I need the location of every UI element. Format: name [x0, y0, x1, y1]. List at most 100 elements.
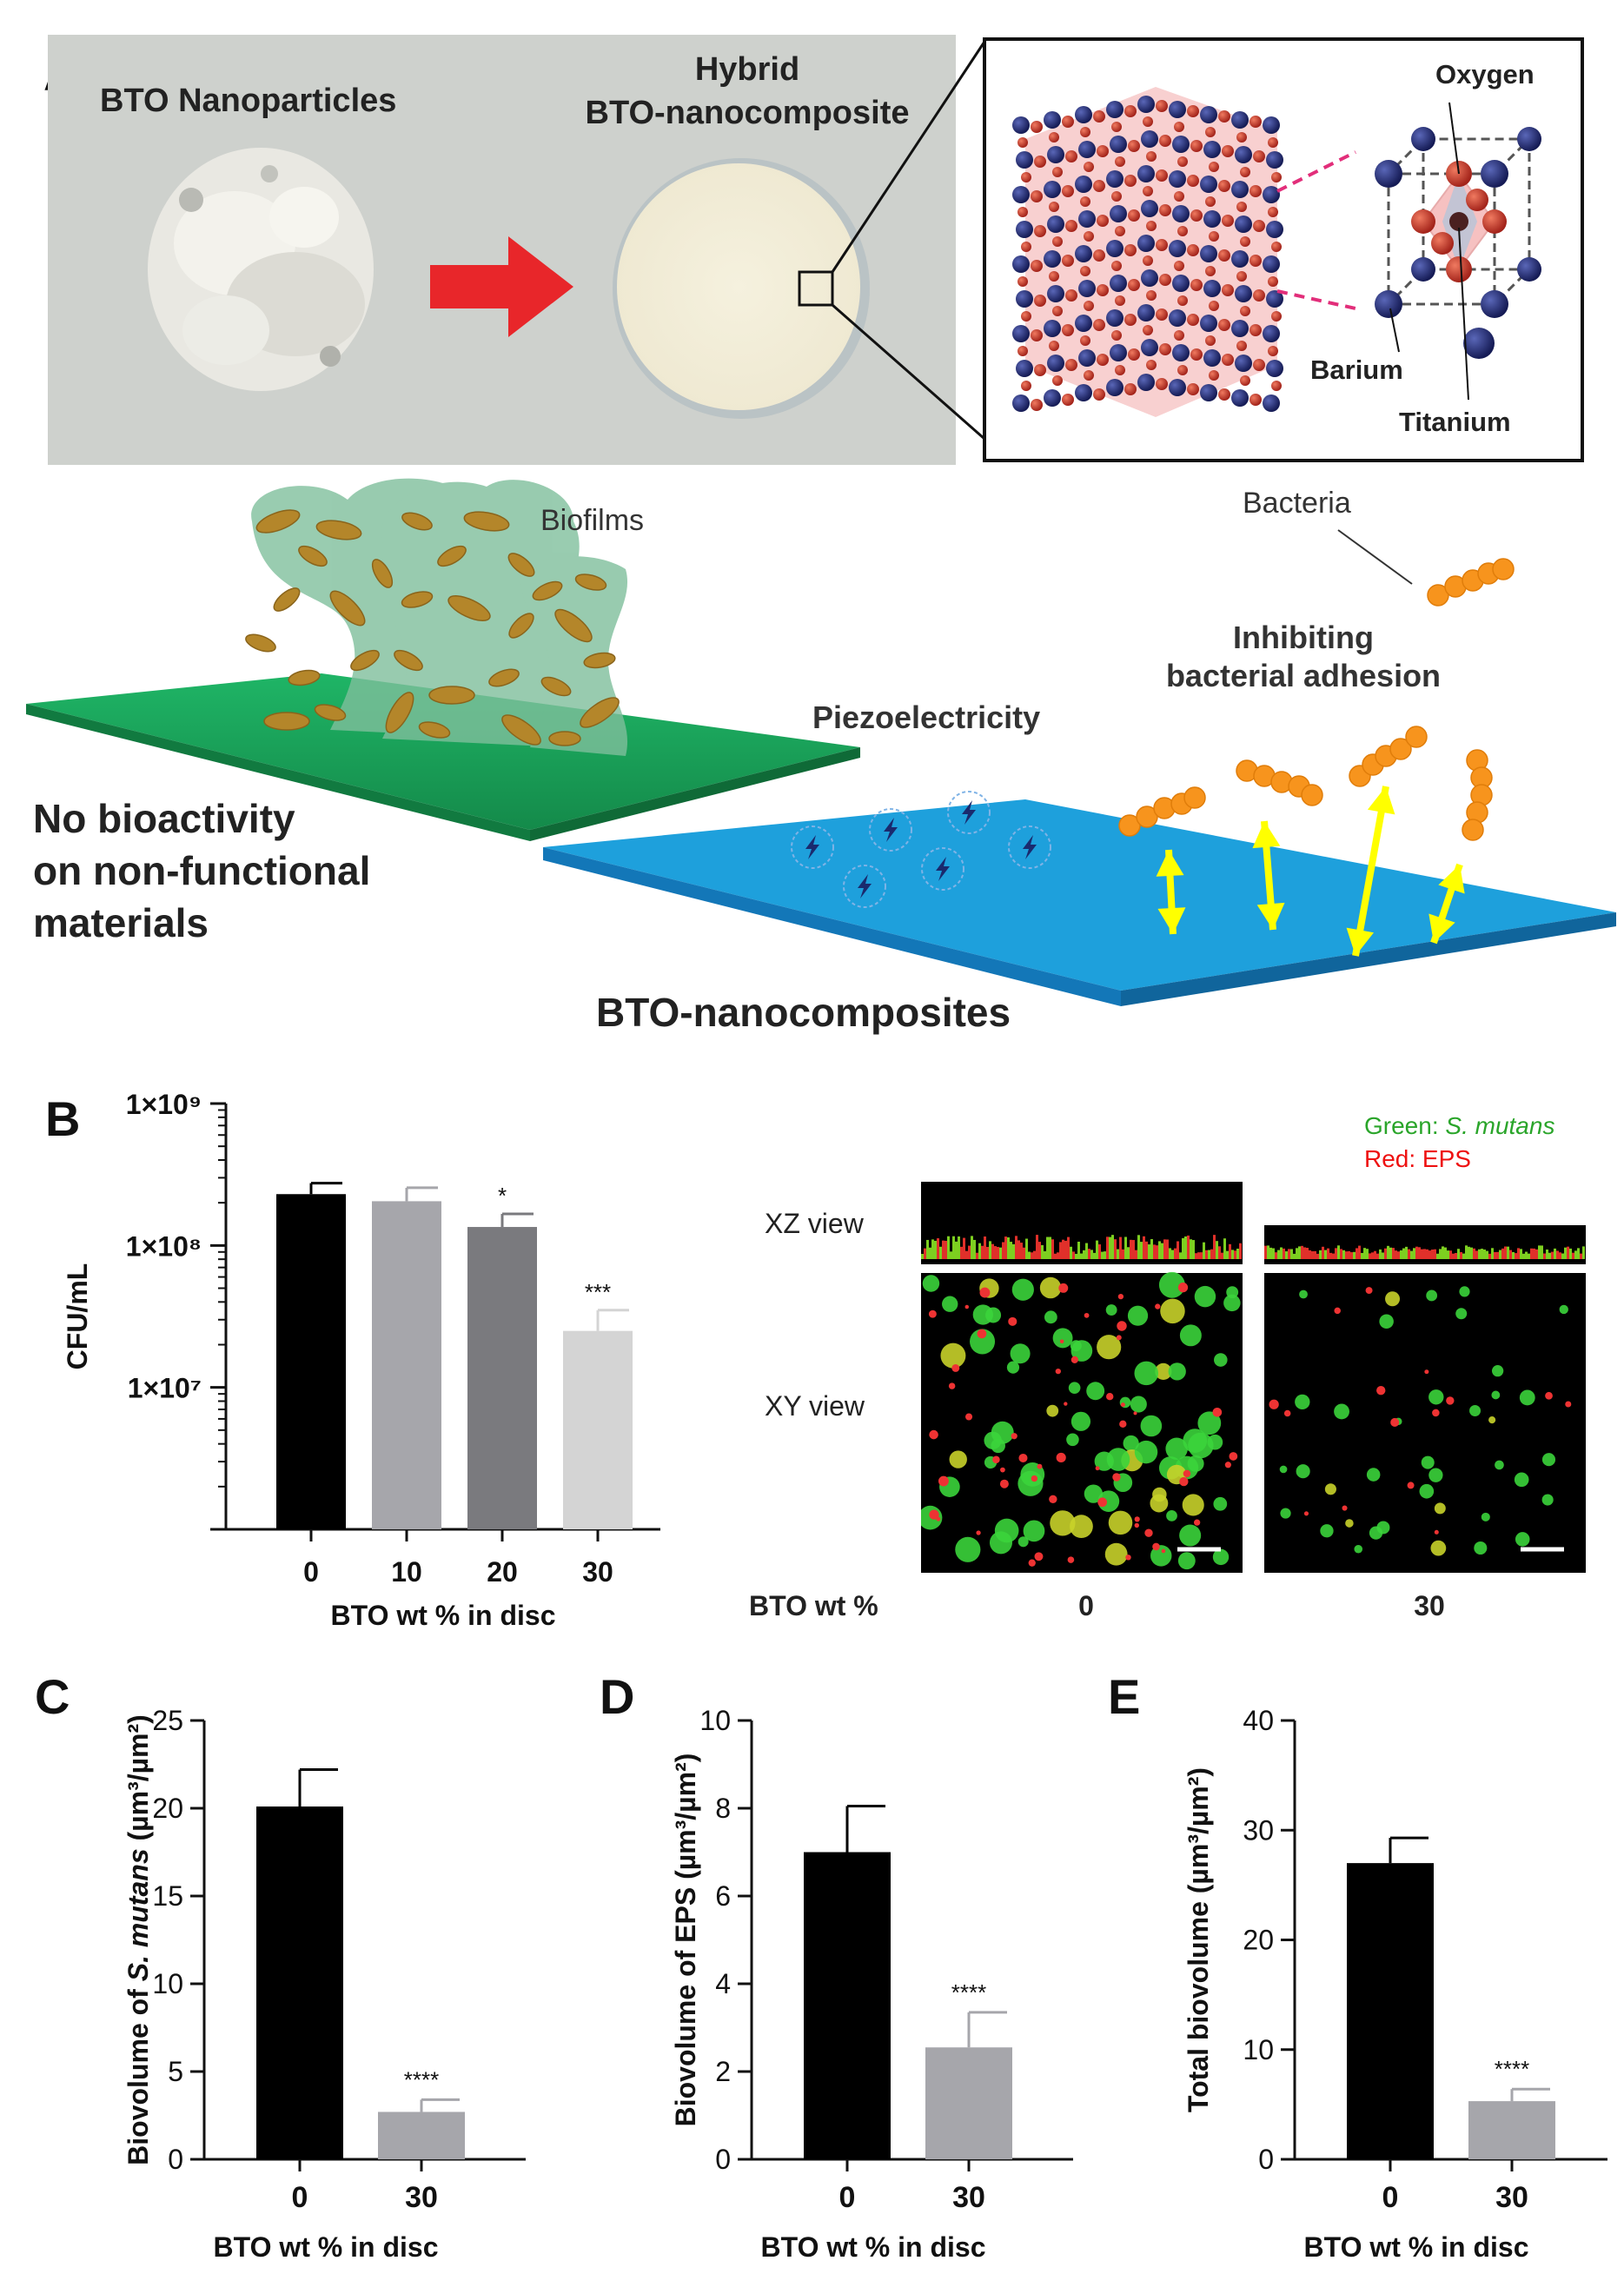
xy-red-signal	[1071, 1356, 1078, 1363]
xz-signal	[1277, 1250, 1280, 1259]
xy-green-signal	[1213, 1496, 1228, 1511]
xy-green-signal	[1166, 1509, 1177, 1522]
xz-signal	[1229, 1243, 1231, 1259]
xz-signal	[1455, 1253, 1457, 1259]
xz-signal	[1462, 1253, 1465, 1259]
xz-signal	[1216, 1241, 1218, 1259]
xy-green-signal	[985, 1307, 1002, 1323]
xz-signal	[1379, 1249, 1382, 1259]
xz-signal	[1002, 1242, 1004, 1259]
xy-green-signal	[955, 1536, 981, 1562]
xz-signal	[1389, 1247, 1392, 1259]
xy-red-signal	[1037, 1463, 1043, 1469]
xz-signal	[1200, 1252, 1203, 1259]
xy-green-signal	[1491, 1365, 1504, 1377]
label-biofilms: Biofilms	[540, 504, 645, 537]
xz-signal	[960, 1246, 963, 1259]
xz-signal	[968, 1245, 971, 1259]
xz-signal	[1533, 1248, 1535, 1259]
xz-signal	[1554, 1248, 1556, 1259]
xz-signal	[1572, 1252, 1574, 1259]
xy-red-signal	[1334, 1307, 1341, 1315]
xz-signal	[1481, 1249, 1483, 1259]
xz-signal	[1148, 1244, 1150, 1259]
xy-green-signal	[1179, 1524, 1202, 1547]
xy-green-signal	[970, 1329, 996, 1355]
xy-green-signal	[1541, 1494, 1554, 1506]
xz-signal	[1156, 1245, 1158, 1259]
y-tick-label: 15	[152, 1880, 183, 1912]
xz-signal	[1421, 1249, 1423, 1259]
xz-signal	[1488, 1253, 1491, 1259]
bar-0	[804, 1852, 891, 2159]
xy-green-signal	[1519, 1389, 1535, 1406]
xy-red-signal	[1095, 1466, 1100, 1471]
label-inhibiting-line1: Inhibiting	[1233, 620, 1374, 655]
xz-signal	[1114, 1239, 1117, 1259]
xy-image	[1264, 1273, 1586, 1573]
xy-red-signal	[1058, 1283, 1069, 1293]
xy-green-signal	[1428, 1468, 1443, 1482]
label-barium: Barium	[1310, 355, 1403, 385]
x-axis-label: BTO wt % in disc	[331, 1600, 556, 1631]
xz-signal	[1033, 1250, 1036, 1259]
xz-signal	[978, 1243, 981, 1259]
xz-signal	[929, 1247, 931, 1259]
xz-signal	[1177, 1241, 1179, 1259]
xz-signal	[1122, 1249, 1124, 1259]
xz-signal	[1337, 1245, 1340, 1259]
xz-signal	[1117, 1249, 1119, 1259]
xz-signal	[1283, 1248, 1285, 1259]
xz-signal	[1520, 1249, 1522, 1259]
y-tick-label: 1×10⁷	[128, 1373, 202, 1404]
xz-signal	[1137, 1235, 1140, 1259]
xz-signal	[1434, 1249, 1436, 1259]
xz-signal	[1025, 1238, 1028, 1259]
xy-green-signal	[1324, 1483, 1336, 1495]
xz-signal	[1007, 1237, 1010, 1259]
xy-green-signal	[942, 1296, 958, 1312]
xz-signal	[1350, 1252, 1353, 1259]
xy-red-signal	[951, 1364, 960, 1372]
xz-signal	[984, 1236, 986, 1259]
xy-red-signal	[979, 1287, 991, 1298]
xz-signal	[1054, 1253, 1057, 1259]
xz-signal	[952, 1236, 955, 1259]
xy-green-signal	[1084, 1484, 1104, 1503]
xy-green-signal	[940, 1343, 966, 1369]
xy-green-signal	[1150, 1494, 1169, 1513]
xz-signal	[1038, 1242, 1041, 1259]
label-bto-nanocomposites: BTO-nanocomposites	[596, 990, 1011, 1035]
xz-signal	[1109, 1236, 1111, 1259]
label-bto-wt: BTO wt %	[749, 1590, 878, 1621]
xy-green-signal	[1514, 1472, 1529, 1488]
xy-green-signal	[1023, 1520, 1045, 1542]
xz-signal	[1332, 1253, 1335, 1259]
bar-10	[372, 1201, 441, 1529]
xz-signal	[1449, 1250, 1452, 1259]
bar-30	[563, 1330, 633, 1529]
xz-signal	[1098, 1244, 1101, 1259]
y-tick-label: 40	[1243, 1705, 1274, 1736]
y-tick-label: 20	[1243, 1925, 1274, 1956]
xy-green-signal	[1010, 1343, 1031, 1364]
xy-green-signal	[1177, 1552, 1196, 1570]
red-arrow	[430, 236, 573, 337]
label-no-bioactivity: No bioactivity on non-functional materia…	[33, 792, 370, 949]
xy-green-signal	[1134, 1440, 1158, 1464]
bar-30	[1468, 2101, 1555, 2159]
xz-signal	[1400, 1250, 1402, 1259]
xz-signal	[1319, 1250, 1322, 1259]
x-tick-label: 30	[952, 2181, 985, 2214]
xz-signal	[1161, 1243, 1163, 1259]
xy-green-signal	[1182, 1494, 1204, 1516]
xz-signal	[1218, 1246, 1221, 1259]
xz-signal	[1408, 1249, 1410, 1259]
xy-green-signal	[949, 1450, 967, 1468]
xz-signal	[1184, 1236, 1187, 1259]
label-bto-nanoparticles: BTO Nanoparticles	[100, 83, 397, 119]
xz-signal	[1501, 1248, 1504, 1259]
xz-signal	[1478, 1249, 1481, 1259]
xy-red-signal	[1446, 1396, 1455, 1405]
